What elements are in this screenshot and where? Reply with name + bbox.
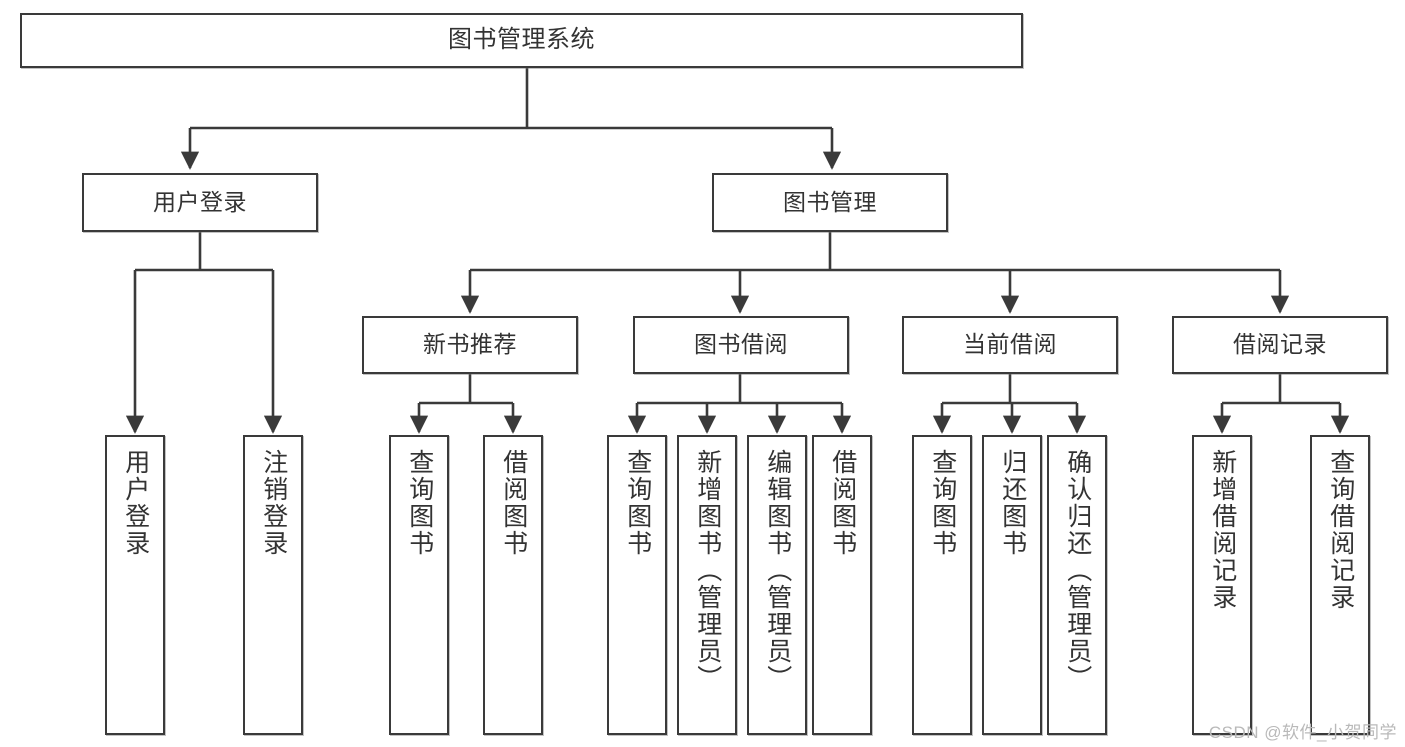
node-current-borrow[interactable]: 当前借阅 xyxy=(902,316,1118,374)
node-leaf-borrow-book-1[interactable]: 借阅图书 xyxy=(483,435,543,735)
node-leaf-logout-label: 注销登录 xyxy=(259,449,288,557)
node-leaf-query-book-1-label: 查询图书 xyxy=(405,449,434,557)
node-leaf-return-book[interactable]: 归还图书 xyxy=(982,435,1042,735)
node-leaf-edit-book-label: 编辑图书（管理员） xyxy=(763,449,792,692)
node-book-manage-label: 图书管理 xyxy=(783,188,877,215)
node-leaf-query-record-label: 查询借阅记录 xyxy=(1326,449,1355,611)
node-leaf-borrow-book-1-label: 借阅图书 xyxy=(499,449,528,557)
node-leaf-add-book[interactable]: 新增图书（管理员） xyxy=(677,435,737,735)
node-leaf-confirm-return-label: 确认归还（管理员） xyxy=(1063,449,1092,692)
node-leaf-borrow-book-2-label: 借阅图书 xyxy=(828,449,857,557)
node-leaf-query-book-2-label: 查询图书 xyxy=(623,449,652,557)
node-leaf-user-login[interactable]: 用户登录 xyxy=(105,435,165,735)
node-new-book-recommend-label: 新书推荐 xyxy=(423,331,517,358)
node-leaf-query-book-2[interactable]: 查询图书 xyxy=(607,435,667,735)
node-current-borrow-label: 当前借阅 xyxy=(963,331,1057,358)
csdn-watermark: CSDN @软件_小贺同学 xyxy=(1208,723,1397,742)
node-borrow-record[interactable]: 借阅记录 xyxy=(1172,316,1388,374)
node-book-borrow-label: 图书借阅 xyxy=(694,331,788,358)
node-book-borrow[interactable]: 图书借阅 xyxy=(633,316,849,374)
node-leaf-edit-book[interactable]: 编辑图书（管理员） xyxy=(747,435,807,735)
node-leaf-add-book-label: 新增图书（管理员） xyxy=(693,449,722,692)
node-root[interactable]: 图书管理系统 xyxy=(20,13,1023,68)
node-leaf-add-record-label: 新增借阅记录 xyxy=(1208,449,1237,611)
node-leaf-query-record[interactable]: 查询借阅记录 xyxy=(1310,435,1370,735)
node-leaf-logout[interactable]: 注销登录 xyxy=(243,435,303,735)
node-leaf-query-book-3-label: 查询图书 xyxy=(928,449,957,557)
node-leaf-return-book-label: 归还图书 xyxy=(998,449,1027,557)
node-leaf-confirm-return[interactable]: 确认归还（管理员） xyxy=(1047,435,1107,735)
node-leaf-add-record[interactable]: 新增借阅记录 xyxy=(1192,435,1252,735)
node-user-login[interactable]: 用户登录 xyxy=(82,173,318,232)
node-leaf-query-book-1[interactable]: 查询图书 xyxy=(389,435,449,735)
node-leaf-borrow-book-2[interactable]: 借阅图书 xyxy=(812,435,872,735)
node-leaf-query-book-3[interactable]: 查询图书 xyxy=(912,435,972,735)
node-new-book-recommend[interactable]: 新书推荐 xyxy=(362,316,578,374)
node-root-label: 图书管理系统 xyxy=(448,26,595,54)
node-borrow-record-label: 借阅记录 xyxy=(1233,331,1327,358)
node-user-login-label: 用户登录 xyxy=(153,188,247,215)
node-leaf-user-login-label: 用户登录 xyxy=(121,449,150,557)
node-book-manage[interactable]: 图书管理 xyxy=(712,173,948,232)
